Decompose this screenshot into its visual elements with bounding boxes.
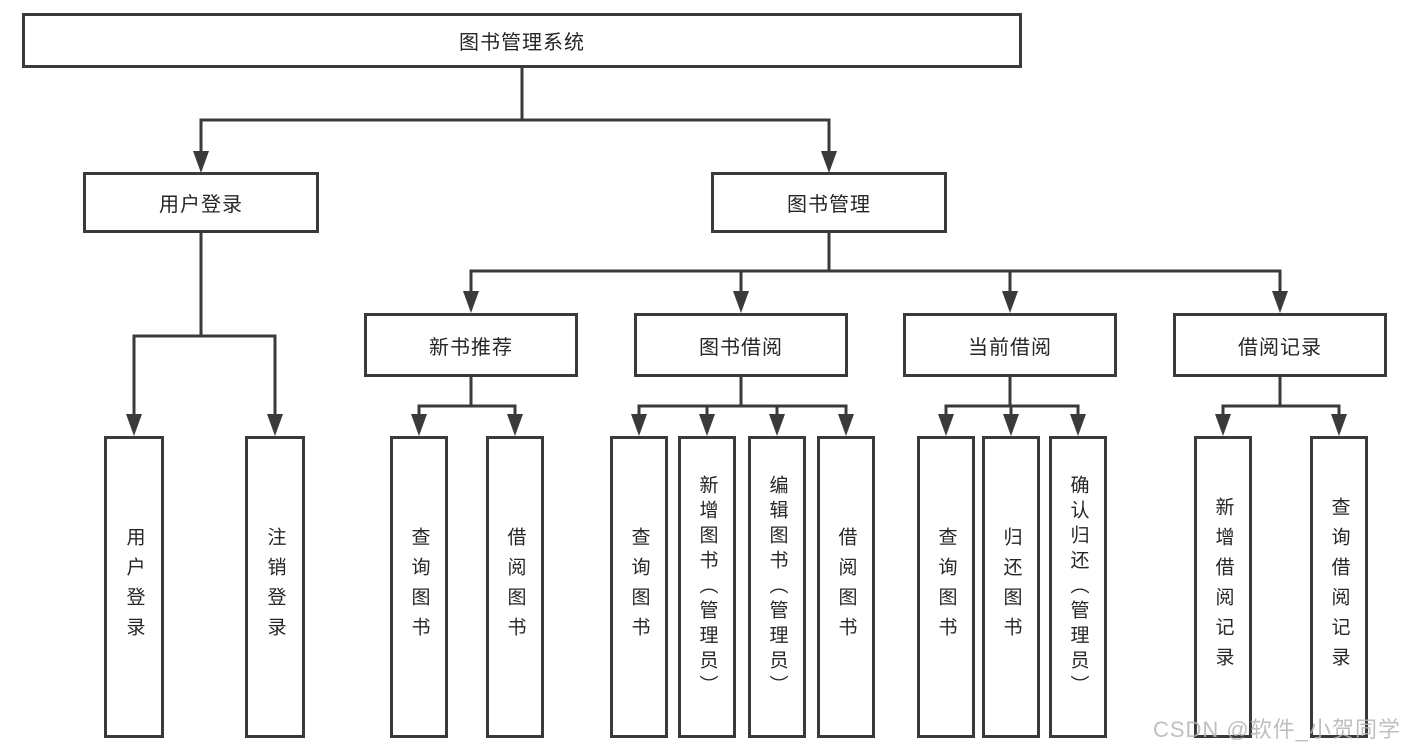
- leaf-bb-add-books-admin: 新增图书（管理员）: [678, 436, 736, 738]
- csdn-watermark: CSDN @软件_小贺同学: [1152, 717, 1401, 742]
- leaf-cb-confirm-return-admin: 确认归还（管理员）: [1049, 436, 1107, 738]
- leaf-bb-add-books-admin-label: 新增图书（管理员）: [696, 474, 718, 700]
- leaf-user-login-label: 用户登录: [123, 527, 145, 647]
- node-user-login: 用户登录: [83, 172, 319, 233]
- leaf-cb-query-books: 查询图书: [917, 436, 975, 738]
- leaf-bb-borrow-books-label: 借阅图书: [835, 527, 857, 647]
- leaf-br-query-record: 查询借阅记录: [1310, 436, 1368, 738]
- node-book-management: 图书管理: [711, 172, 947, 233]
- connector-current-borrow-children: [938, 377, 1086, 436]
- leaf-bb-edit-books-admin: 编辑图书（管理员）: [748, 436, 806, 738]
- connector-book-management-children: [463, 233, 1288, 313]
- leaf-bb-edit-books-admin-label: 编辑图书（管理员）: [766, 474, 788, 700]
- leaf-logout-label: 注销登录: [264, 527, 286, 647]
- leaf-bb-query-books: 查询图书: [610, 436, 668, 738]
- leaf-cb-return-books-label: 归还图书: [1000, 527, 1022, 647]
- leaf-br-add-record: 新增借阅记录: [1194, 436, 1252, 738]
- connector-borrow-records-children: [1215, 377, 1347, 436]
- leaf-bb-query-books-label: 查询图书: [628, 527, 650, 647]
- leaf-nb-borrow-books-label: 借阅图书: [504, 527, 526, 647]
- connector-new-book-recommend-children: [411, 377, 523, 436]
- leaf-br-add-record-label: 新增借阅记录: [1212, 497, 1234, 677]
- connector-root-to-level1: [193, 68, 837, 173]
- leaf-bb-borrow-books: 借阅图书: [817, 436, 875, 738]
- connector-book-borrow-children: [631, 377, 854, 436]
- leaf-user-login: 用户登录: [104, 436, 164, 738]
- leaf-nb-borrow-books: 借阅图书: [486, 436, 544, 738]
- connector-user-login-children: [126, 233, 283, 436]
- node-new-book-recommend: 新书推荐: [364, 313, 578, 377]
- node-borrow-records: 借阅记录: [1173, 313, 1387, 377]
- leaf-cb-confirm-return-admin-label: 确认归还（管理员）: [1067, 474, 1089, 700]
- leaf-br-query-record-label: 查询借阅记录: [1328, 497, 1350, 677]
- leaf-nb-query-books-label: 查询图书: [408, 527, 430, 647]
- node-current-borrow: 当前借阅: [903, 313, 1117, 377]
- leaf-cb-query-books-label: 查询图书: [935, 527, 957, 647]
- node-root: 图书管理系统: [22, 13, 1022, 68]
- leaf-logout: 注销登录: [245, 436, 305, 738]
- leaf-cb-return-books: 归还图书: [982, 436, 1040, 738]
- leaf-nb-query-books: 查询图书: [390, 436, 448, 738]
- node-book-borrow: 图书借阅: [634, 313, 848, 377]
